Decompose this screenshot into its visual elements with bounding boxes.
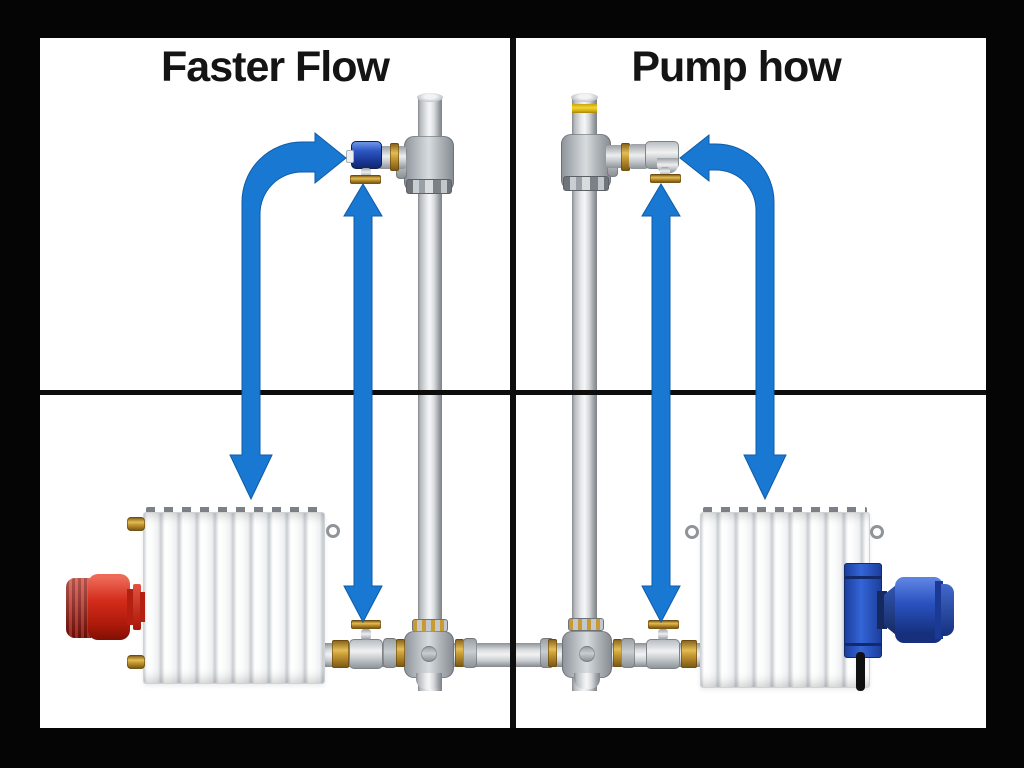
pump-box-groove-bottom [845,643,881,646]
left-cross-brass-ring-west [396,639,405,667]
pump-cone-adapter [884,584,897,636]
left-bottom-valve-gold-flange [351,620,381,629]
right-cross-top-coupling [568,618,604,631]
pump-box-groove-top [845,576,881,579]
right-riser-union-nut [563,176,609,191]
right-cross-brass-ring-west [548,639,557,667]
right-vertical-flow-arrow [641,183,681,624]
pump-power-cable [856,652,865,691]
left-radiator-plug-bottom [127,655,145,669]
left-radiator-vent-ring [326,524,340,538]
right-radiator [700,512,870,688]
right-valve-stem [660,167,670,176]
left-riser-cap [417,93,443,102]
right-radiator-ring-left [685,525,699,539]
right-riser-cap [571,93,598,102]
right-branch-coupling [629,144,648,169]
right-bottom-valve-gold-flange [648,620,679,629]
right-cross-stub [574,673,600,689]
right-radiator-ring-right [870,525,884,539]
left-bottom-valve-stem [361,629,371,640]
left-cross-stub [416,673,442,689]
pump-end-cap [941,584,954,636]
left-radiator-top-dashes [146,507,322,513]
left-valve-gold-flange [350,175,381,184]
left-branch-brass-ring [390,143,399,171]
left-cross-boss [421,646,437,662]
left-cross-arm-coupling-east [463,638,477,668]
right-bottom-valve-stem [658,629,668,640]
right-valve-gold-flange [650,174,681,183]
left-radiator-brass-coupling [332,640,349,668]
pump-end-ring [935,581,943,639]
right-radiator-top-dashes [703,507,867,513]
left-vertical-flow-arrow [343,183,383,624]
left-radiator-plug-top [127,517,145,531]
red-head-collar [140,592,145,622]
red-head-ribbed-cap [66,578,92,638]
red-head-body [88,574,130,640]
right-radiator-brass-coupling [681,640,697,668]
left-blue-valve-knob [346,150,354,163]
right-panel-title: Pump how [631,43,841,91]
vertical-divider-line [510,38,516,728]
left-radiator [143,512,325,684]
left-curved-flow-arrow [229,131,347,501]
left-blue-valve-body [351,141,382,169]
right-cross-boss [579,646,595,662]
red-head-neck [127,589,136,625]
right-curved-flow-arrow [679,133,787,501]
left-panel-title: Faster Flow [161,43,390,91]
left-riser-union-nut [406,179,452,194]
right-bottom-valve-tee [646,639,680,669]
red-head-flange-disc [133,584,141,630]
right-riser-yellow-band [572,104,597,113]
left-valve-stem [361,168,371,177]
pump-waist [877,591,887,629]
right-cross-arm-coupling-east [621,638,635,668]
